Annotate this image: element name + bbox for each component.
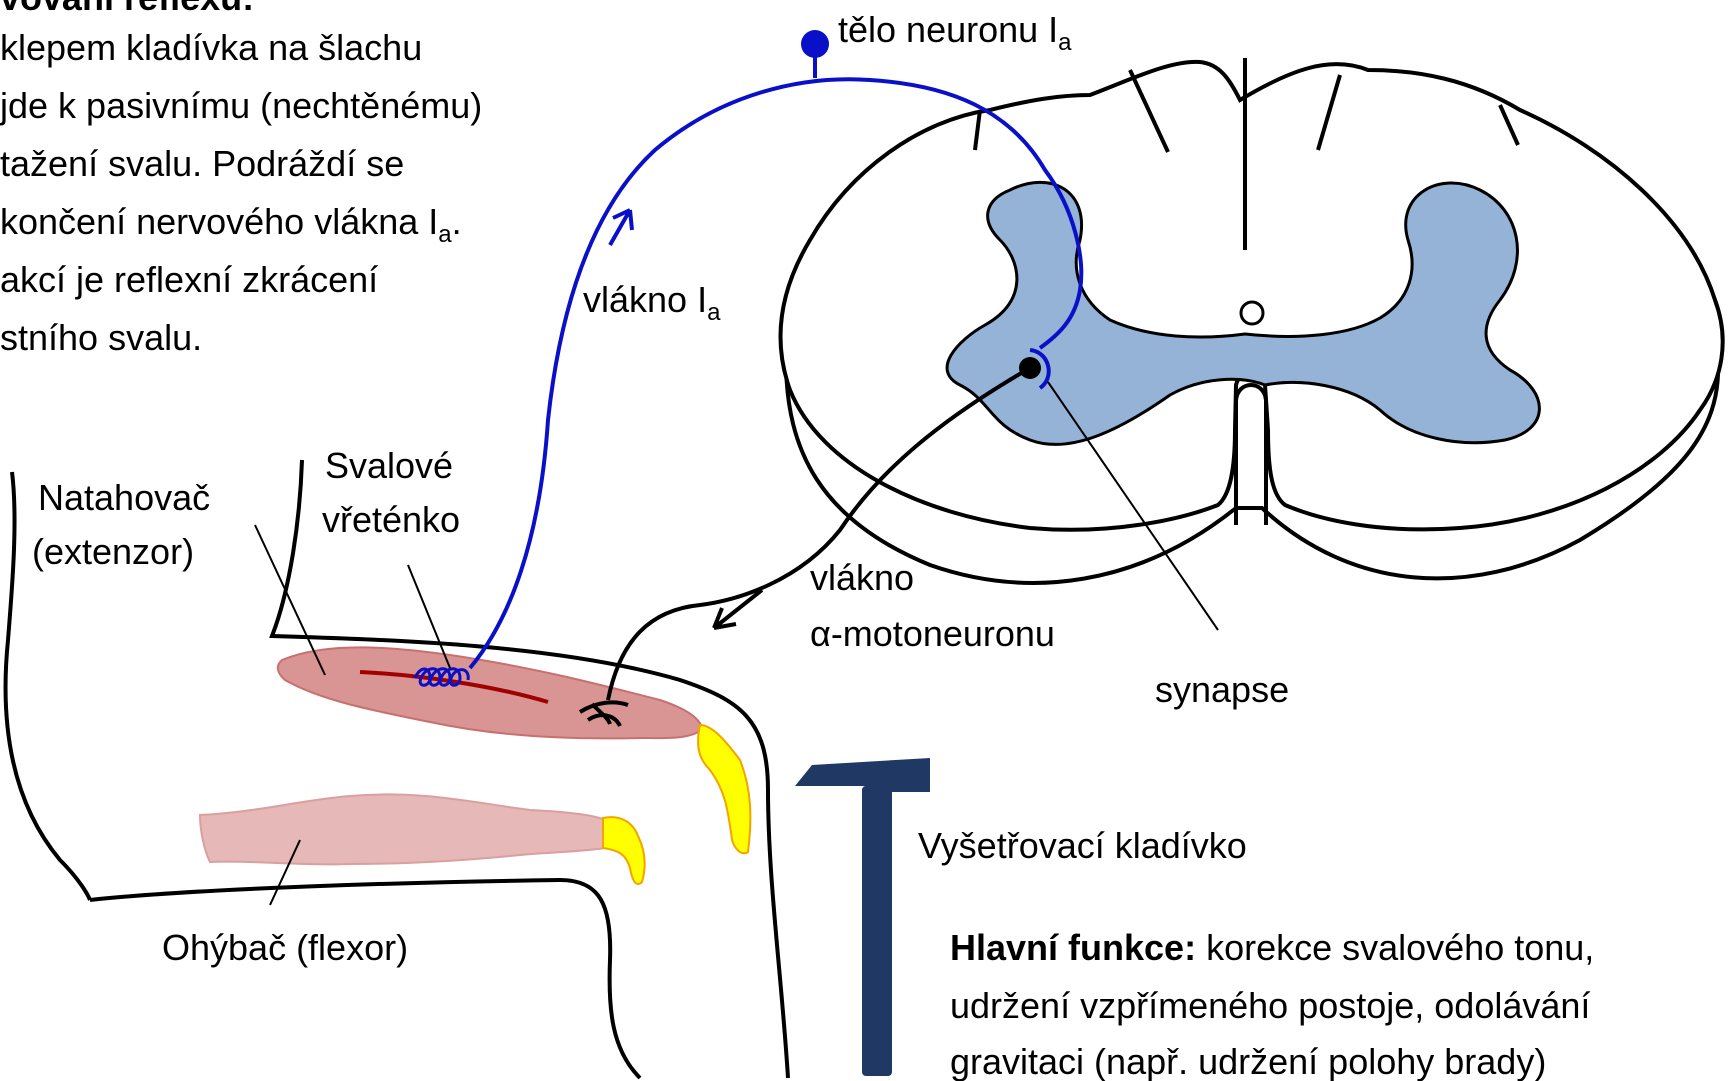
- leader-extensor: [255, 525, 325, 675]
- anterior-fissure: [1236, 385, 1266, 525]
- intro-line-2: klepem kladívka na šlachu: [0, 27, 422, 68]
- hammer-handle: [862, 786, 892, 1076]
- label-spindle-1: Svalové: [325, 445, 453, 486]
- label-synapse: synapse: [1155, 669, 1289, 710]
- function-line-2: udržení vzpřímeného postoje, odolávání: [950, 985, 1590, 1026]
- label-hammer: Vyšetřovací kladívko: [918, 825, 1247, 866]
- reflex-hammer: [795, 758, 930, 1076]
- extensor-muscle: [278, 647, 702, 738]
- label-motor-2: α-motoneuronu: [810, 613, 1055, 654]
- central-canal: [1241, 302, 1263, 324]
- hammer-head: [795, 758, 930, 792]
- label-neuron-body: tělo neuronu Ia: [838, 9, 1072, 56]
- ia-neuron-body: [801, 30, 829, 58]
- intro-line-3: jde k pasivnímu (nechtěnému): [0, 85, 482, 126]
- flexor-muscle: [200, 794, 605, 864]
- flexor-tendon: [603, 817, 645, 884]
- intro-line-7: stního svalu.: [0, 317, 202, 358]
- intro-line-1: vování reflexu:: [0, 0, 254, 18]
- spinal-cord: [780, 58, 1722, 583]
- label-motor-1: vlákno: [810, 557, 914, 598]
- intro-line-4: tažení svalu. Podráždí se: [0, 143, 404, 184]
- label-spindle-2: vřeténko: [322, 499, 460, 540]
- spinal-cord-outline: [780, 62, 1722, 530]
- label-extensor-2: (extenzor): [32, 531, 194, 572]
- function-text: Hlavní funkce: korekce svalového tonu, u…: [950, 927, 1594, 1081]
- function-line-1: Hlavní funkce: korekce svalového tonu,: [950, 927, 1594, 968]
- intro-line-5: končení nervového vlákna Ia.: [0, 201, 462, 248]
- function-line-3: gravitaci (např. udržení polohy brady): [950, 1041, 1546, 1081]
- ia-direction-arrow: [610, 210, 632, 245]
- label-extensor-1: Natahovač: [38, 477, 210, 518]
- intro-line-6: akcí je reflexní zkrácení: [0, 259, 378, 300]
- extensor-tendon: [698, 725, 750, 853]
- label-flexor: Ohýbač (flexor): [162, 927, 408, 968]
- label-fiber-ia: vlákno Ia: [583, 279, 721, 326]
- intro-text: vování reflexu: klepem kladívka na šlach…: [0, 0, 482, 358]
